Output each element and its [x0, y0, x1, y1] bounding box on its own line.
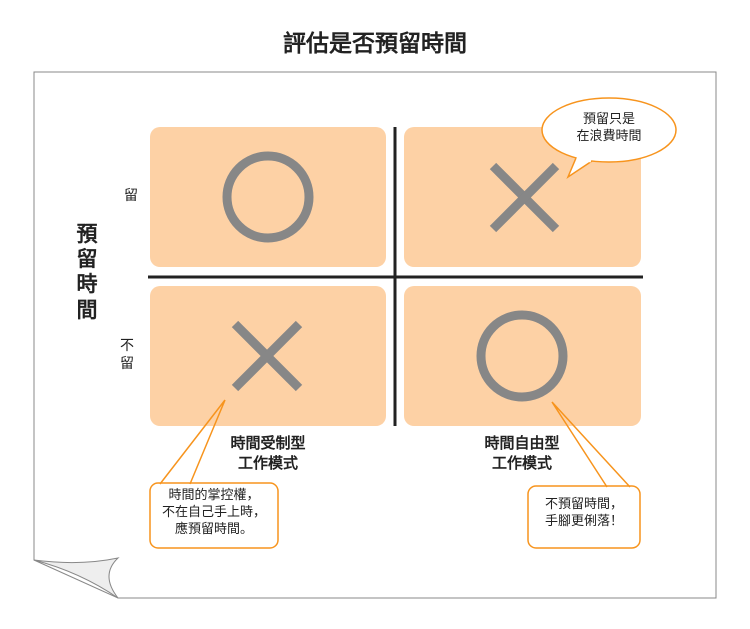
callout-text-bottom-right: 不預留時間， 手腳更俐落！	[544, 497, 623, 529]
page-curl	[33, 557, 120, 599]
quadrant-top-left	[150, 127, 386, 267]
speech-bubble-top-right	[541, 97, 677, 180]
diagram-title: 評估是否預留時間	[283, 31, 467, 57]
callout-pointer-bottom-right	[551, 401, 631, 488]
quadrant-bottom-right	[404, 286, 641, 426]
row-label-top: 留	[124, 188, 138, 204]
column-label-left: 時間受制型 工作模式	[230, 434, 306, 472]
y-axis-label: 預留時間	[76, 222, 98, 322]
callout-box-bottom-left	[149, 482, 279, 549]
circle-icon	[222, 151, 314, 243]
callout-box-bottom-right	[527, 485, 641, 549]
cross-icon	[489, 162, 560, 233]
cross-icon	[231, 320, 303, 392]
circle-icon	[476, 310, 568, 402]
column-label-right: 時間自由型 工作模式	[484, 434, 560, 472]
callout-text-bottom-left: 時間的掌控權， 不在自己手上時， 應預留時間。	[161, 488, 266, 537]
row-label-bottom: 不留	[120, 338, 134, 372]
callout-pointer-bottom-left	[159, 399, 226, 485]
callout-text-top-right: 預留只是 在浪費時間	[576, 112, 642, 144]
